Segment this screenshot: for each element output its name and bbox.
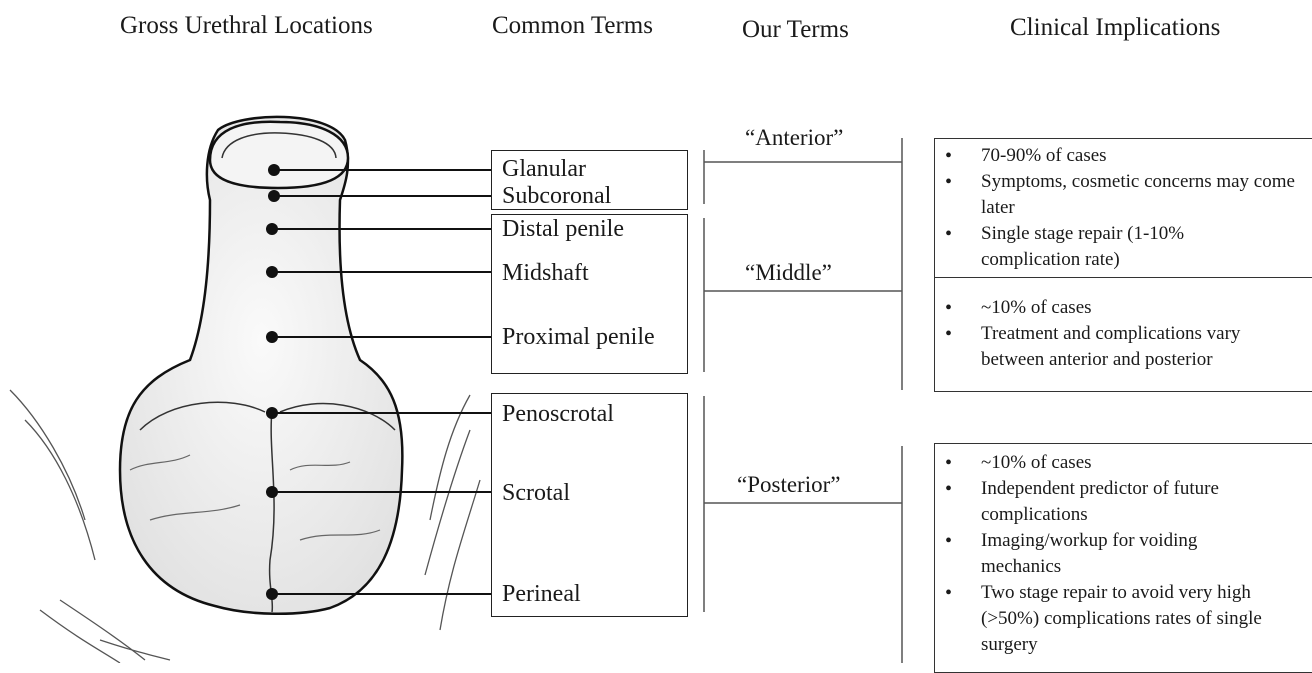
term-subcoronal: Subcoronal — [502, 184, 611, 208]
term-distal-penile: Distal penile — [502, 217, 624, 241]
implication-item: 70-90% of cases — [935, 143, 1312, 169]
implication-item: Two stage repair to avoid very high (>50… — [935, 580, 1312, 658]
implications-divider — [935, 277, 1312, 278]
term-perineal: Perineal — [502, 582, 581, 606]
our-term-anterior: “Anterior” — [745, 125, 843, 151]
our-terms-brackets — [704, 138, 902, 663]
implication-item: ~10% of cases — [935, 450, 1312, 476]
our-term-posterior: “Posterior” — [737, 472, 840, 498]
implication-item: Single stage repair (1-10% complication … — [935, 221, 1312, 273]
implications-box-anterior-middle: 70-90% of cases Symptoms, cosmetic conce… — [934, 138, 1312, 392]
implication-item: Independent predictor of future complica… — [935, 476, 1312, 528]
implications-list-anterior: 70-90% of cases Symptoms, cosmetic conce… — [935, 139, 1312, 273]
implication-item: ~10% of cases — [935, 295, 1312, 321]
implications-list-posterior: ~10% of cases Independent predictor of f… — [935, 444, 1312, 658]
term-midshaft: Midshaft — [502, 261, 589, 285]
implication-item: Symptoms, cosmetic concerns may come lat… — [935, 169, 1312, 221]
term-penoscrotal: Penoscrotal — [502, 402, 614, 426]
anatomy-outline — [120, 117, 402, 614]
term-glanular: Glanular — [502, 157, 586, 181]
our-term-middle: “Middle” — [745, 260, 832, 286]
implications-box-posterior: ~10% of cases Independent predictor of f… — [934, 443, 1312, 673]
implication-item: Imaging/workup for voiding mechanics — [935, 528, 1312, 580]
implication-item: Treatment and complications vary between… — [935, 321, 1312, 373]
implications-list-middle: ~10% of cases Treatment and complication… — [935, 295, 1312, 373]
term-scrotal: Scrotal — [502, 481, 570, 505]
term-proximal-penile: Proximal penile — [502, 325, 655, 349]
